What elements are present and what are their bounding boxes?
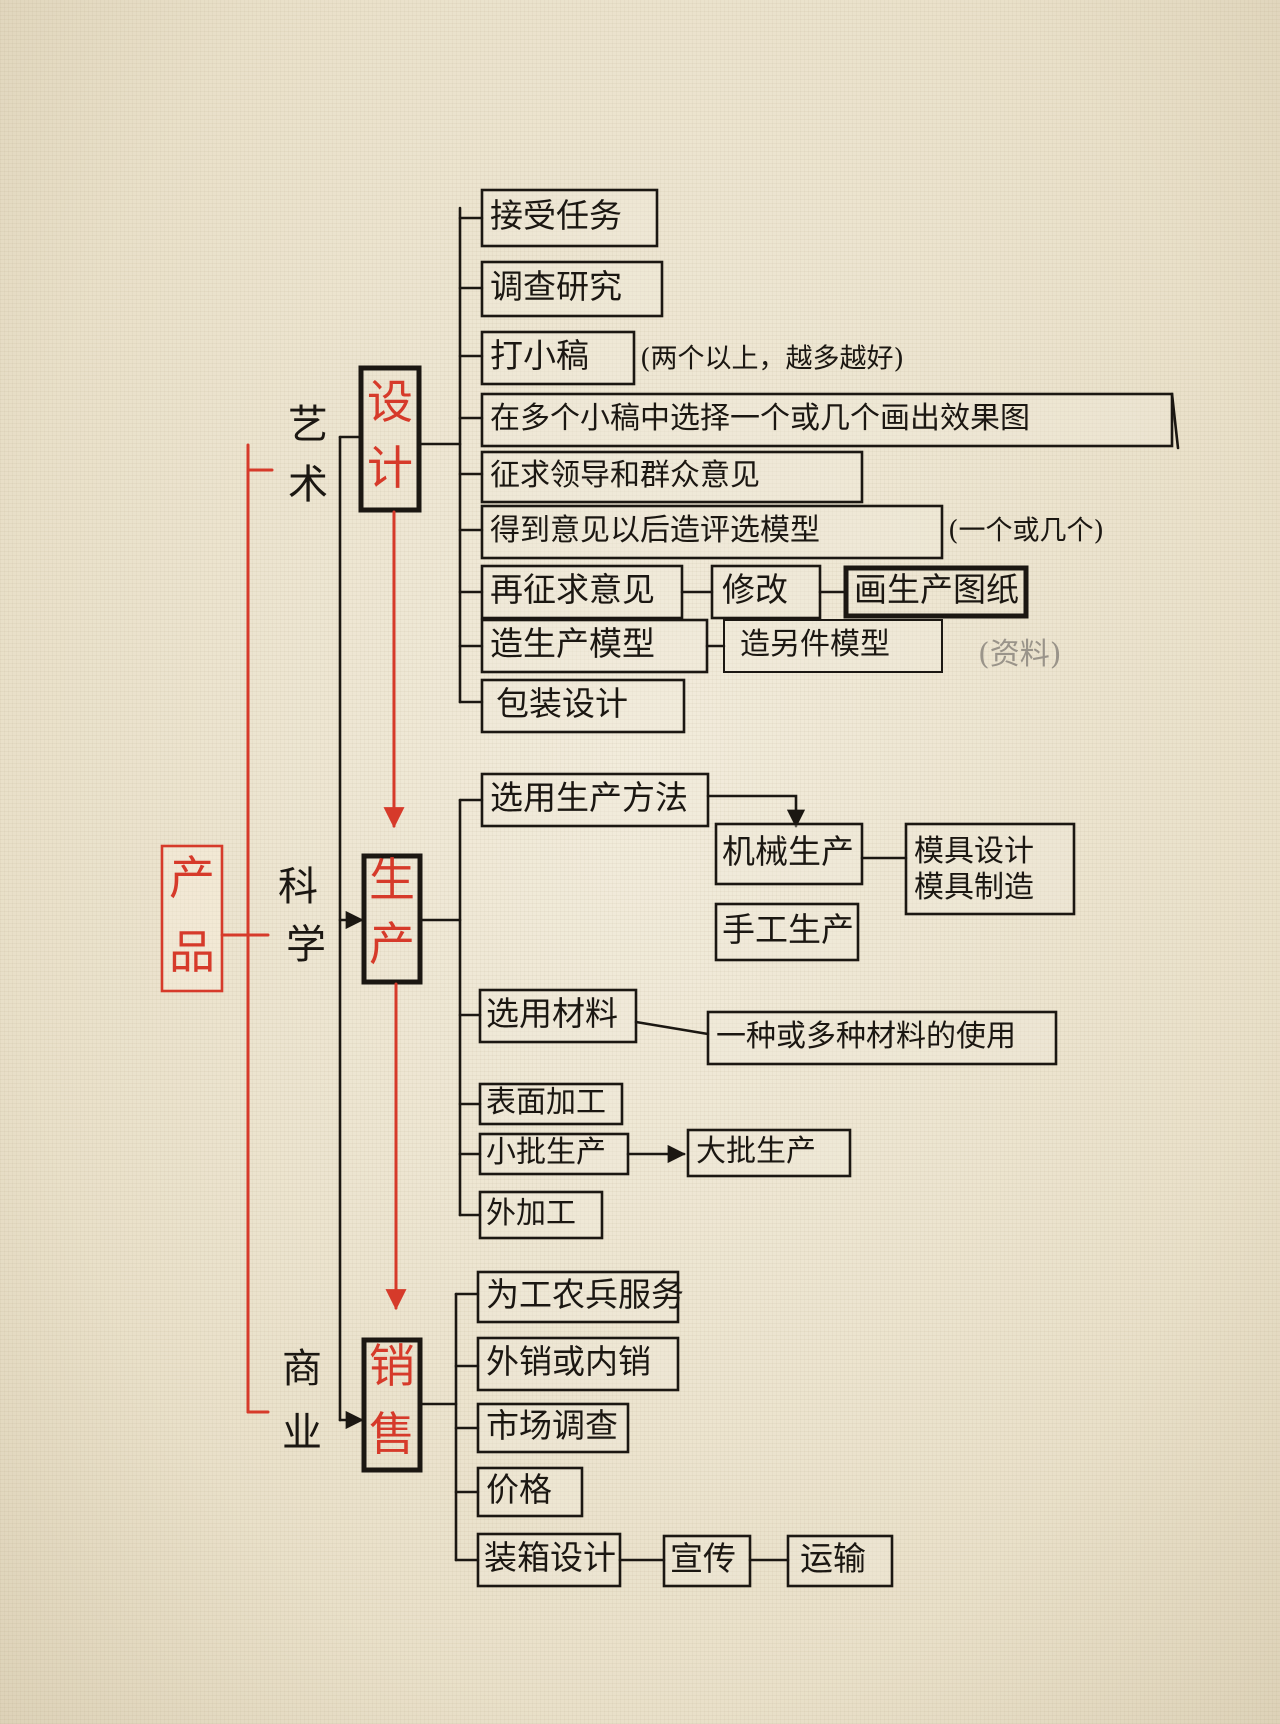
design-step-8: 造生产模型 xyxy=(480,618,709,674)
design-step-6-label: 得到意见以后造评选模型 xyxy=(490,513,820,548)
category-science-top: 科 xyxy=(278,864,318,910)
design-step-2-label: 调查研究 xyxy=(490,267,622,306)
category-commerce-bottom: 业 xyxy=(282,1410,322,1456)
design-step-3: 打小稿 (两个以上，越多越好) xyxy=(480,330,904,386)
category-art-top: 艺 xyxy=(288,402,328,448)
sales-step-3-label: 市场调查 xyxy=(486,1406,618,1445)
category-art-bottom: 术 xyxy=(288,462,328,508)
production-material-use-label: 一种或多种材料的使用 xyxy=(716,1019,1016,1054)
design-step-5: 征求领导和群众意见 xyxy=(480,450,864,504)
production-manual: 手工生产 xyxy=(714,902,860,962)
stage-design-bottom: 计 xyxy=(367,441,413,495)
stage-spine xyxy=(338,435,364,1430)
root-bracket xyxy=(220,443,274,1414)
production-manual-label: 手工生产 xyxy=(722,910,854,949)
stage-design: 设 计 xyxy=(358,365,422,513)
sales-step-4: 价格 xyxy=(476,1466,584,1518)
design-step-4-label: 在多个小稿中选择一个或几个画出效果图 xyxy=(490,401,1030,436)
production-small-batch: 小批生产 xyxy=(478,1132,686,1176)
sales-step-1: 为工农兵服务 xyxy=(476,1270,684,1324)
production-choose-method: 选用生产方法 xyxy=(480,772,806,828)
sales-step-2-label: 外销或内销 xyxy=(486,1342,651,1381)
production-mold-label: 模具设计模具制造 xyxy=(914,834,1034,905)
design-step-7: 再征求意见 xyxy=(480,564,684,620)
revise-label: 修改 xyxy=(722,570,788,609)
design-step-6-note: (一个或几个) xyxy=(948,516,1104,547)
revise-node: 修改 xyxy=(680,564,822,620)
design-step-2: 调查研究 xyxy=(480,260,664,318)
production-choose-material: 选用材料 xyxy=(478,988,710,1044)
stage-production-top: 生 xyxy=(369,853,415,907)
production-outsourced: 外加工 xyxy=(478,1190,604,1240)
production-mechanical: 机械生产 xyxy=(714,822,908,886)
production-surface: 表面加工 xyxy=(478,1082,624,1126)
design-step-8-label: 造生产模型 xyxy=(490,624,655,663)
design-step-6: 得到意见以后造评选模型 (一个或几个) xyxy=(480,504,1104,560)
design-branch-lines xyxy=(418,206,484,704)
stage-sales-top: 销 xyxy=(369,1339,415,1393)
design-step-1: 接受任务 xyxy=(480,188,659,248)
design-step-7-label: 再征求意见 xyxy=(490,570,655,609)
sales-step-3: 市场调查 xyxy=(476,1402,630,1454)
sales-branch-lines xyxy=(418,1292,480,1562)
design-step-3-label: 打小稿 xyxy=(490,336,589,375)
design-step-4: 在多个小稿中选择一个或几个画出效果图 xyxy=(480,392,1180,450)
production-mechanical-label: 机械生产 xyxy=(722,832,854,871)
production-surface-label: 表面加工 xyxy=(486,1085,606,1120)
stage-production-bottom: 产 xyxy=(369,917,415,971)
design-step-9-label: 包装设计 xyxy=(496,684,628,723)
stage-design-top: 设 xyxy=(367,375,413,429)
design-step-1-label: 接受任务 xyxy=(490,196,622,235)
sales-publicity: 宣传 xyxy=(662,1534,790,1588)
sales-step-5-label: 装箱设计 xyxy=(484,1538,616,1577)
category-commerce-top: 商 xyxy=(282,1346,322,1392)
production-branch-lines xyxy=(418,798,484,1217)
stage-sales: 销 售 xyxy=(361,1337,423,1473)
sales-step-2: 外销或内销 xyxy=(476,1336,680,1392)
faint-note: (资料) xyxy=(978,637,1061,672)
sales-transport: 运输 xyxy=(786,1534,894,1588)
stage-production: 生 产 xyxy=(361,853,423,985)
production-small-batch-label: 小批生产 xyxy=(486,1135,606,1170)
category-science-bottom: 学 xyxy=(286,922,326,968)
production-choose-method-label: 选用生产方法 xyxy=(490,778,688,817)
sales-publicity-label: 宣传 xyxy=(670,1539,736,1578)
production-choose-material-label: 选用材料 xyxy=(486,994,618,1033)
sales-step-4-label: 价格 xyxy=(486,1470,552,1509)
root-node: 产 品 xyxy=(160,844,224,993)
sales-transport-label: 运输 xyxy=(800,1539,866,1578)
draw-drawings-label: 画生产图纸 xyxy=(854,570,1019,609)
production-large-batch-label: 大批生产 xyxy=(696,1134,816,1169)
design-step-5-label: 征求领导和群众意见 xyxy=(490,458,760,493)
root-char-top: 产 xyxy=(169,851,215,905)
design-step-3-note: (两个以上，越多越好) xyxy=(640,344,904,375)
sales-step-5: 装箱设计 xyxy=(476,1532,666,1588)
production-large-batch: 大批生产 xyxy=(686,1128,852,1178)
parts-model-node: 造另件模型 (资料) xyxy=(705,619,1061,673)
parts-model-label: 造另件模型 xyxy=(740,627,890,662)
stage-sales-bottom: 售 xyxy=(369,1407,415,1461)
root-char-bottom: 品 xyxy=(169,925,215,979)
production-material-use: 一种或多种材料的使用 xyxy=(706,1010,1058,1066)
production-mold: 模具设计模具制造 xyxy=(904,822,1076,916)
design-step-9: 包装设计 xyxy=(480,678,686,734)
draw-drawings-node: 画生产图纸 xyxy=(818,565,1029,619)
sales-step-1-label: 为工农兵服务 xyxy=(486,1275,684,1314)
production-outsourced-label: 外加工 xyxy=(486,1196,576,1231)
